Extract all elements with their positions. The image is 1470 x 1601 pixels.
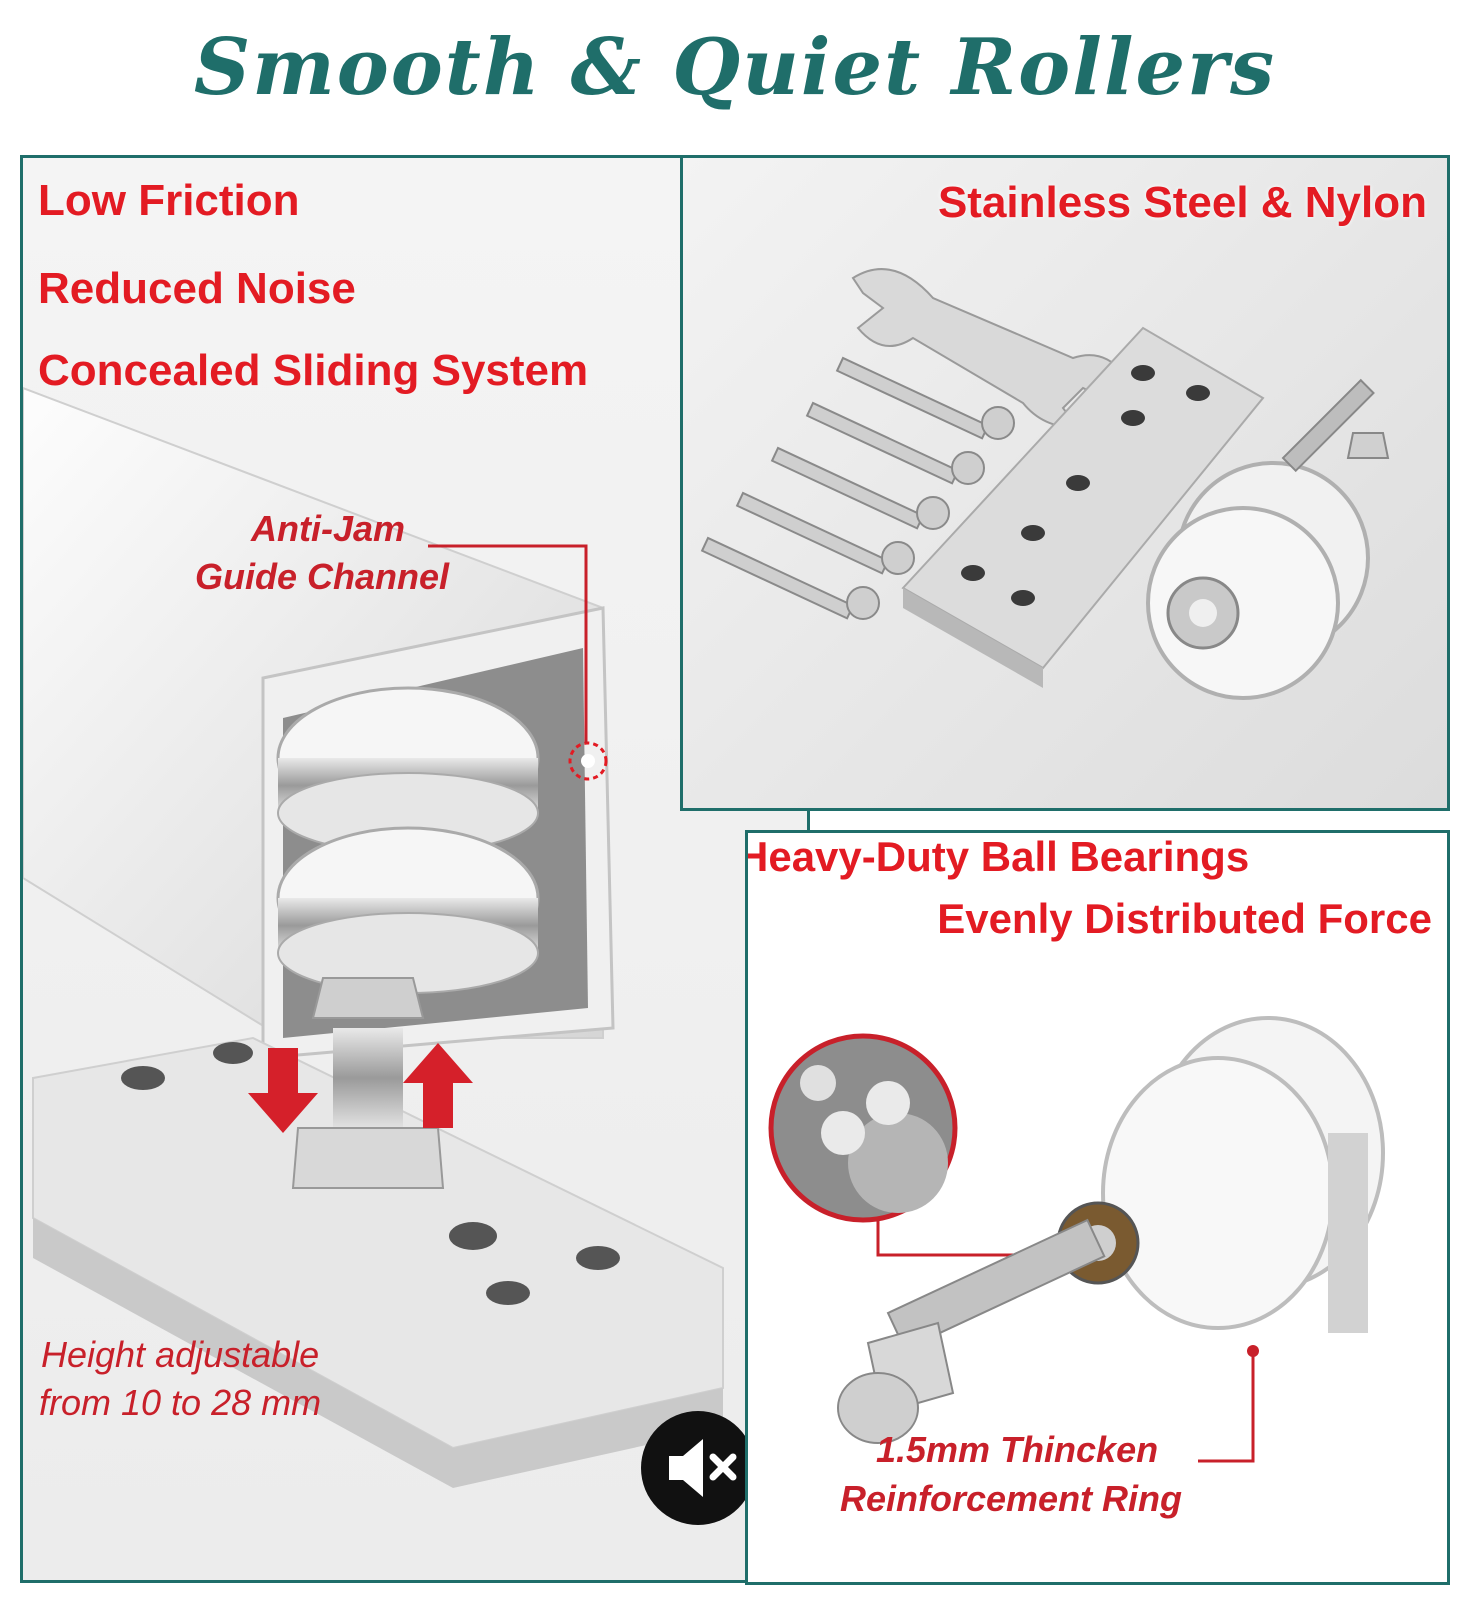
feature-reduced-noise: Reduced Noise (38, 264, 356, 313)
callout-anti-jam: Anti-Jam (251, 508, 406, 549)
feature-concealed-sliding: Concealed Sliding System (38, 346, 589, 395)
callout-thicken-ring: 1.5mm Thincken (876, 1429, 1159, 1470)
speaker-mute-icon (641, 1411, 755, 1525)
height-note-line2: from 10 to 28 mm (39, 1382, 322, 1423)
bearings-heading: Heavy-Duty Ball Bearings (745, 833, 1250, 880)
callout-guide-channel: Guide Channel (195, 556, 450, 597)
feature-low-friction: Low Friction (38, 176, 300, 225)
hardware-kit-illustration (700, 268, 1390, 700)
panel-concealed-system: Low Friction Reduced Noise Concealed Sli… (20, 155, 810, 1583)
panel-ball-bearings: Heavy-Duty Ball Bearings Evenly Distribu… (745, 830, 1450, 1585)
page-title: Smooth & Quiet Rollers (193, 22, 1277, 113)
panel-materials: Stainless Steel & Nylon (680, 155, 1450, 811)
track-illustration (23, 386, 724, 1488)
force-heading: Evenly Distributed Force (937, 895, 1432, 942)
materials-heading: Stainless Steel & Nylon (937, 178, 1427, 227)
roller-bearing-illustration (768, 1016, 1385, 1463)
height-note-line1: Height adjustable (41, 1334, 320, 1375)
callout-reinforcement-ring: Reinforcement Ring (840, 1478, 1183, 1519)
